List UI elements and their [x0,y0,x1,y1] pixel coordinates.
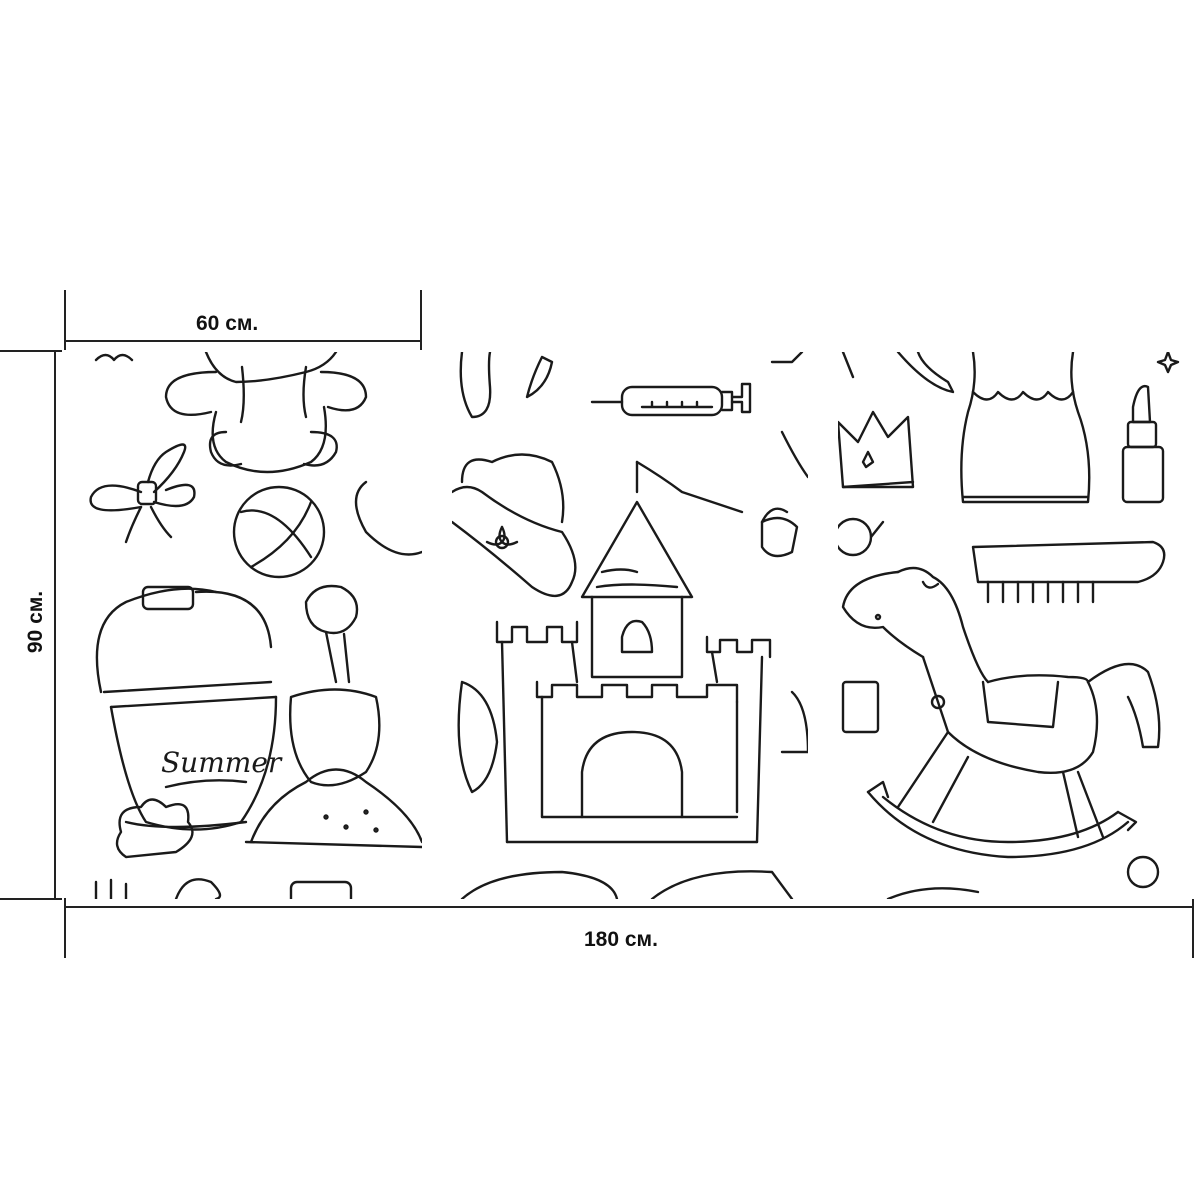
crown-icon [838,410,915,489]
height-label: 90 см. [24,590,47,654]
seat-icon [780,690,808,754]
bottom-ring-icon [650,870,794,899]
teddy-bear-icon [164,352,368,474]
summer-doodles-center [452,352,808,899]
rocking-horse-icon [841,566,1161,859]
bucket-icon: Summer [95,585,283,831]
artwork-panel-left: Summer [66,352,422,899]
summer-doodles-right [838,352,1180,899]
beach-ball-icon [232,485,326,579]
hair-ribbon-icon [841,352,955,394]
glasses-icon [838,517,885,557]
sunglasses-icon [760,507,799,558]
bottom-bowl-icon [460,870,619,899]
wedge-icon [780,430,808,479]
bottom-box-icon [289,880,353,899]
comb-icon [971,540,1166,604]
summer-doodles-left: Summer [89,352,422,899]
artwork-panel-right [838,352,1194,899]
leaf-icon [525,355,554,399]
artwork-panel-center [452,352,808,899]
total-width-label: 180 см. [584,928,658,951]
syringe-icon [590,382,752,417]
sparkle-icon [1156,352,1180,374]
bottom-fan-icon [886,887,980,899]
small-bow-icon [94,353,134,362]
bottom-doodle-icon-2 [174,878,222,899]
flipflop-icon [457,680,499,794]
bottom-doodle-icon [94,878,128,899]
lipstick-icon [1121,385,1165,504]
panel-width-label: 60 см. [196,312,259,335]
spoon-icon [459,352,492,419]
corner-doodle-icon [770,352,804,364]
bucket-text: Summer [161,746,283,779]
hat-fragment-icon [354,480,422,556]
sand-castle-icon [495,460,772,844]
dress-icon [960,352,1091,504]
sun-hat-icon [452,453,577,597]
shovel-icon [289,584,381,787]
small-ball-icon [1126,855,1160,889]
block-icon [841,680,880,734]
shell-icon [115,798,194,859]
sand-pile-icon [244,768,422,849]
bow-icon [89,443,196,544]
